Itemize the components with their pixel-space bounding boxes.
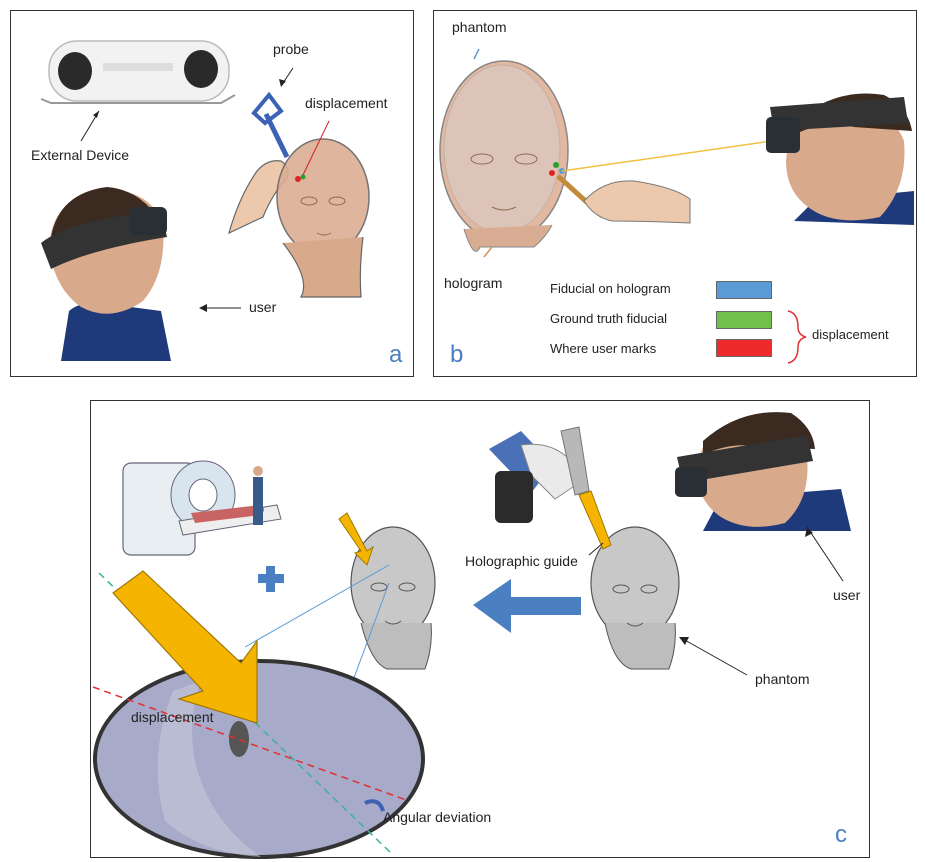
displacement-label: displacement [131,709,214,725]
panel-a-illustration [11,11,415,378]
panel-c: Holographic guide user phantom displacem… [90,400,870,858]
ct-scanner-illustration [123,461,281,555]
user-illustration [675,412,851,531]
panel-b: phantom hologram Fiducial on hologram Gr… [433,10,917,377]
probe-illustration [254,95,287,157]
plus-icon [258,566,284,592]
holographic-guide-tool [489,427,611,549]
user-illustration [41,187,171,361]
panel-a-letter: a [389,341,402,369]
angular-deviation-label: Angular deviation [383,809,491,825]
external-device-label: External Device [31,147,129,163]
phantom-label: phantom [755,671,809,687]
holographic-guide-label: Holographic guide [465,553,578,569]
external-device-illustration [41,41,235,103]
user-label: user [249,299,276,315]
panel-c-illustration [91,401,871,859]
left-arrow-icon [473,579,581,633]
displacement-label: displacement [305,95,388,111]
user-label: user [833,587,860,603]
panel-c-letter: c [835,821,847,849]
displacement-label: displacement [812,327,889,342]
probe-label: probe [273,41,309,57]
displacement-brace [434,11,918,378]
panel-a: probe displacement External Device user … [10,10,414,377]
panel-b-letter: b [450,341,463,369]
head-phantom-illustration [277,139,369,297]
magnified-disk [95,661,423,857]
